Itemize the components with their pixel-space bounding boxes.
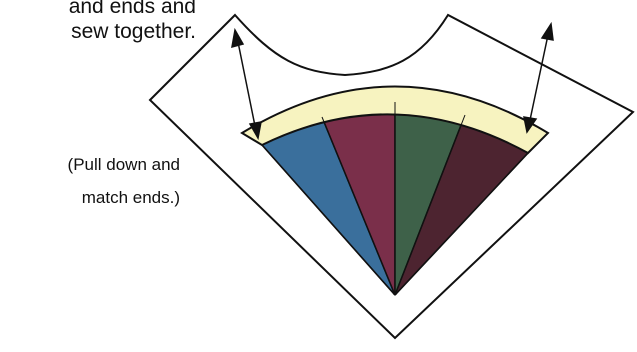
instruction-text: and ends and sew together. xyxy=(0,0,196,44)
instruction-line-2: sew together. xyxy=(0,19,196,44)
center-point xyxy=(393,291,397,295)
note-line-2: match ends.) xyxy=(0,181,180,214)
instruction-line-1: and ends and xyxy=(0,0,196,19)
note-text: (Pull down and match ends.) xyxy=(0,148,180,214)
note-line-1: (Pull down and xyxy=(0,148,180,181)
